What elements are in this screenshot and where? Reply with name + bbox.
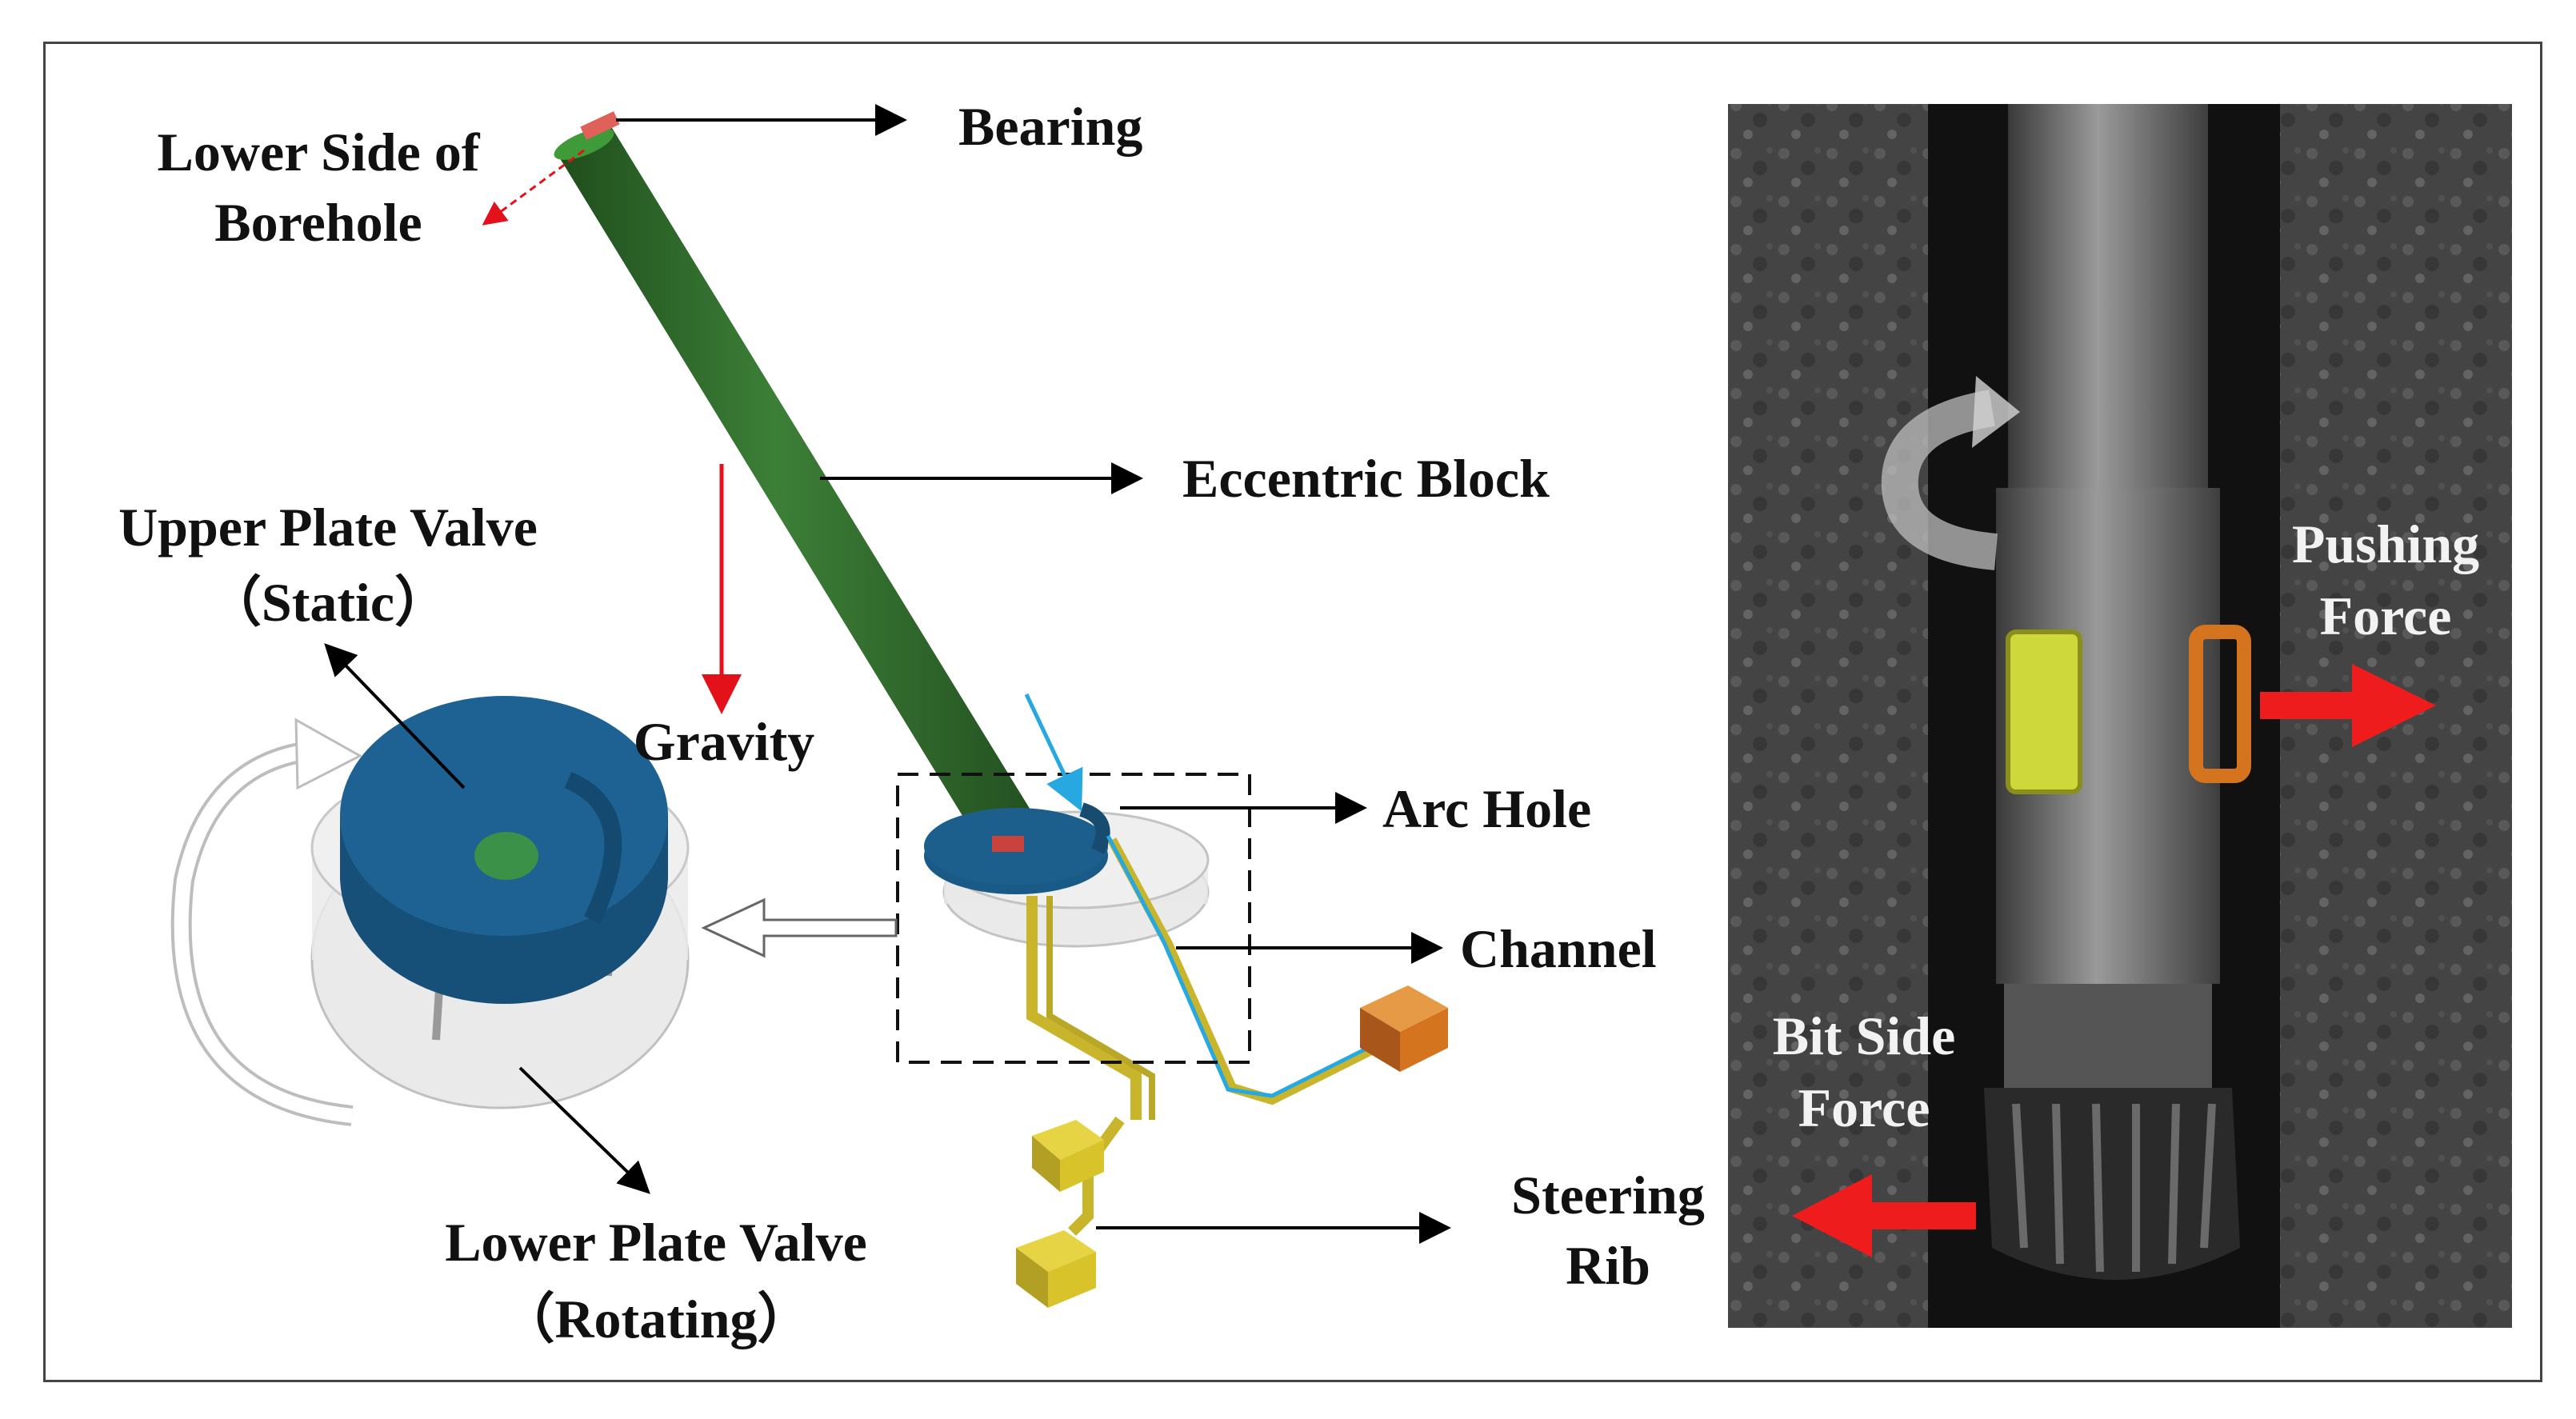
photo-rotation-arrow-head: [1972, 376, 2020, 448]
rotation-arrow-head: [294, 717, 363, 790]
upper-plate-valve: [340, 696, 668, 1004]
lower-plate-leader: [518, 1066, 650, 1194]
arc-hole-label: Arc Hole: [1382, 778, 1591, 839]
pushing-force-label-line2: Force: [2320, 586, 2452, 646]
eccentric-block: [554, 128, 1044, 857]
valve-assembly: [924, 802, 1210, 948]
lower-plate-label-line1: Lower Plate Valve: [445, 1212, 867, 1273]
lower-side-label-line1: Lower Side of: [158, 122, 481, 182]
gravity-label: Gravity: [634, 711, 815, 772]
photo-steering-pad-orange: [2189, 625, 2251, 783]
lower-side-label-line2: Borehole: [214, 192, 422, 253]
photo-rotation-arrow: [1881, 390, 1998, 570]
bit-side-force-arrow: [1792, 1174, 1976, 1257]
lower-side-arrow: [482, 149, 585, 226]
zoom-hollow-arrow: [701, 897, 898, 958]
steering-rib-bottom: [1016, 1230, 1096, 1308]
pushing-force-label-line1: Pushing: [2292, 514, 2479, 574]
steering-rib-label-line1: Steering: [1511, 1165, 1705, 1225]
flow-arrow: [1024, 693, 1083, 812]
pushing-force-arrow: [2260, 664, 2436, 747]
bit-side-force-label-line1: Bit Side: [1773, 1005, 1956, 1066]
bearing-marker: [580, 111, 620, 140]
upper-plate-label-line2: （Static）: [207, 572, 449, 633]
steering-rib-label-line2: Rib: [1566, 1235, 1650, 1296]
bearing-label: Bearing: [958, 96, 1142, 157]
steering-rib-lower: [1032, 1120, 1104, 1192]
steering-rib-orange: [1360, 985, 1448, 1072]
upper-plate-label-line1: Upper Plate Valve: [118, 497, 538, 558]
eccentric-block-label: Eccentric Block: [1182, 448, 1550, 509]
bit-side-force-label-line2: Force: [1798, 1077, 1930, 1138]
photo-steering-pad-yellow: [2006, 630, 2082, 794]
channel-label: Channel: [1460, 918, 1657, 979]
lower-plate-label-line2: （Rotating）: [500, 1289, 811, 1349]
upper-plate-leader: [324, 643, 466, 789]
